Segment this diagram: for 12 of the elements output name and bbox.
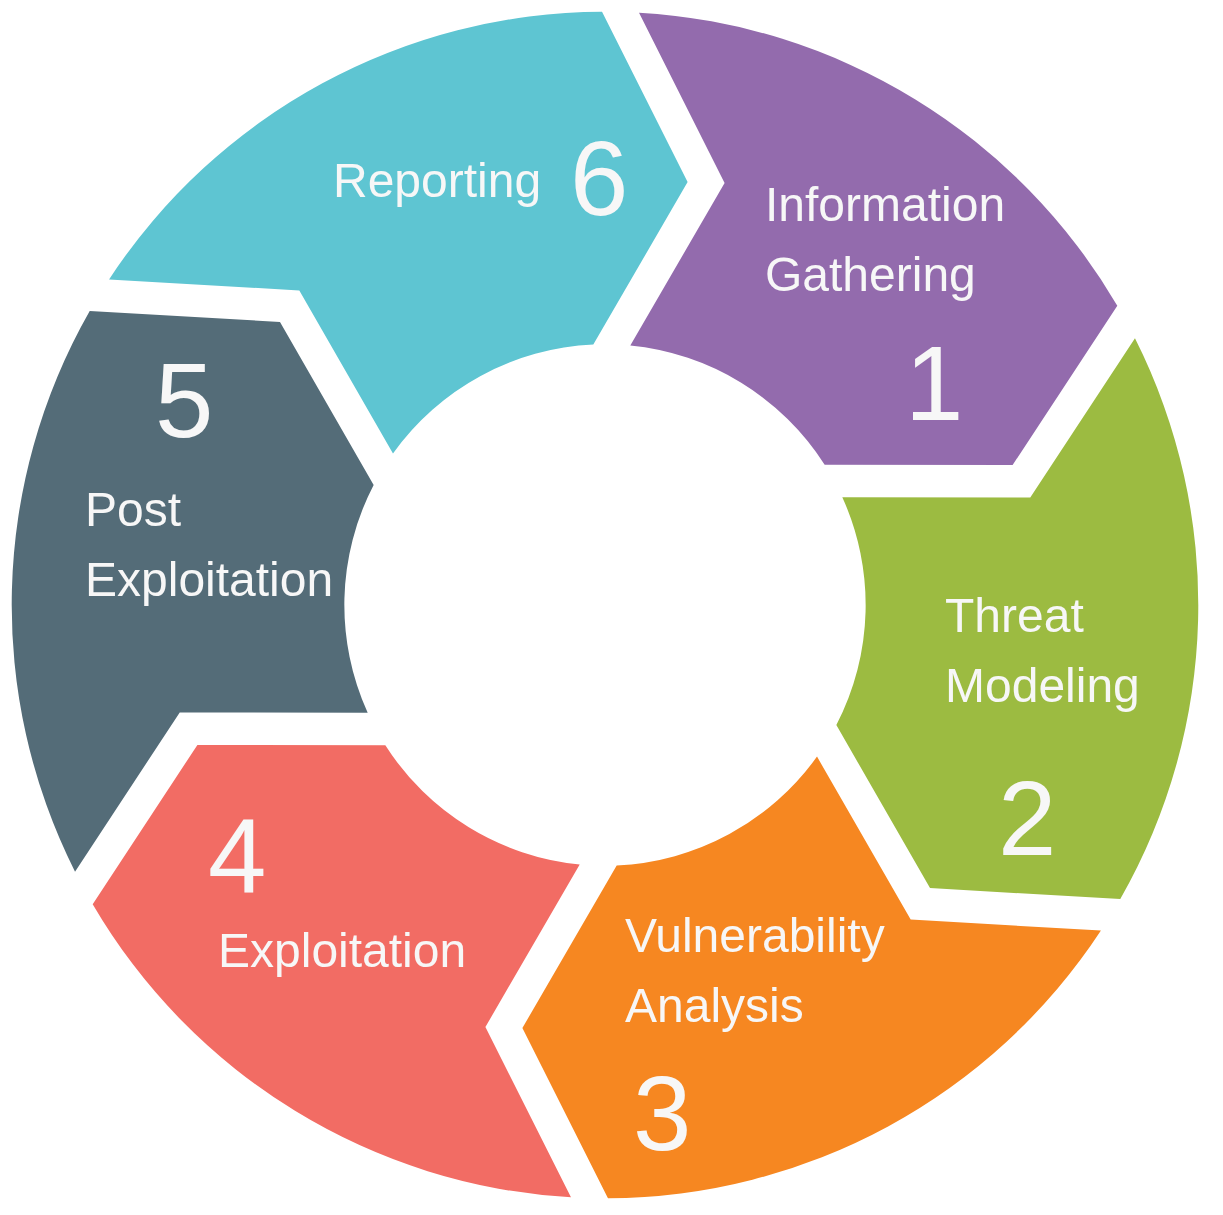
- step-number: 6: [570, 126, 629, 231]
- step-number: 2: [998, 766, 1057, 871]
- step-title: Reporting: [333, 153, 543, 209]
- step-title: Threat Modeling: [945, 588, 1141, 714]
- step-number: 5: [155, 348, 214, 453]
- step-number: 1: [905, 331, 964, 436]
- step-title: Vulnerability Analysis: [625, 908, 886, 1034]
- step-title: Information Gathering: [765, 177, 1007, 303]
- step-title: Exploitation: [218, 923, 468, 979]
- step-number: 3: [633, 1061, 692, 1166]
- step-number: 4: [208, 804, 267, 909]
- step-title: Post Exploitation: [85, 482, 335, 608]
